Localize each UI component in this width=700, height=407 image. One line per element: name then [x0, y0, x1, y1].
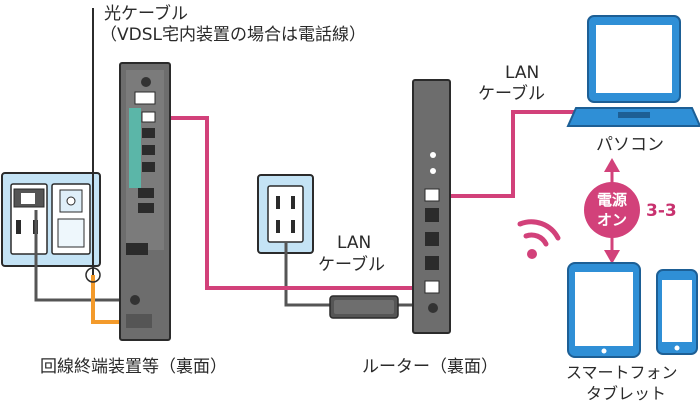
lan-cable-mid-label: LAN [337, 233, 371, 253]
lan-cable-top-label: LAN [505, 63, 539, 83]
router-power-cable [284, 242, 330, 307]
onu-device [119, 62, 171, 341]
smartphone-icon [656, 269, 698, 355]
lan-cable-top-sublabel: ケーブル [478, 83, 545, 104]
router-device [412, 79, 451, 334]
lan-cable-router-pc [440, 110, 598, 198]
optical-cable-marker [85, 267, 101, 283]
onu-caption: 回線終端装置等（裏面） [40, 356, 227, 377]
lan-cable-onu-router [150, 116, 431, 290]
wall-power-outlet [257, 174, 314, 254]
laptop-icon [566, 15, 700, 127]
tablet-icon [567, 262, 641, 358]
wifi-signal-icon [517, 219, 561, 259]
router-caption: ルーター（裏面） [362, 356, 498, 377]
power-on-badge [584, 158, 640, 264]
mobile-caption-line2: タブレット [586, 384, 666, 403]
lan-cable-mid-sublabel: ケーブル [318, 254, 385, 275]
onu-power-cable [34, 210, 125, 302]
optical-cable-label: 光ケーブル [104, 3, 188, 24]
power-badge-line2: オン [597, 211, 627, 229]
optical-cable-sublabel: （VDSL宅内装置の場合は電話線） [100, 25, 366, 45]
power-badge-line1: 電源 [597, 191, 627, 209]
pc-caption: パソコン [596, 135, 664, 155]
wall-fiber-outlet [1, 172, 101, 267]
mobile-caption-line1: スマートフォン [566, 363, 678, 382]
step-reference: 3-3 [646, 201, 677, 221]
